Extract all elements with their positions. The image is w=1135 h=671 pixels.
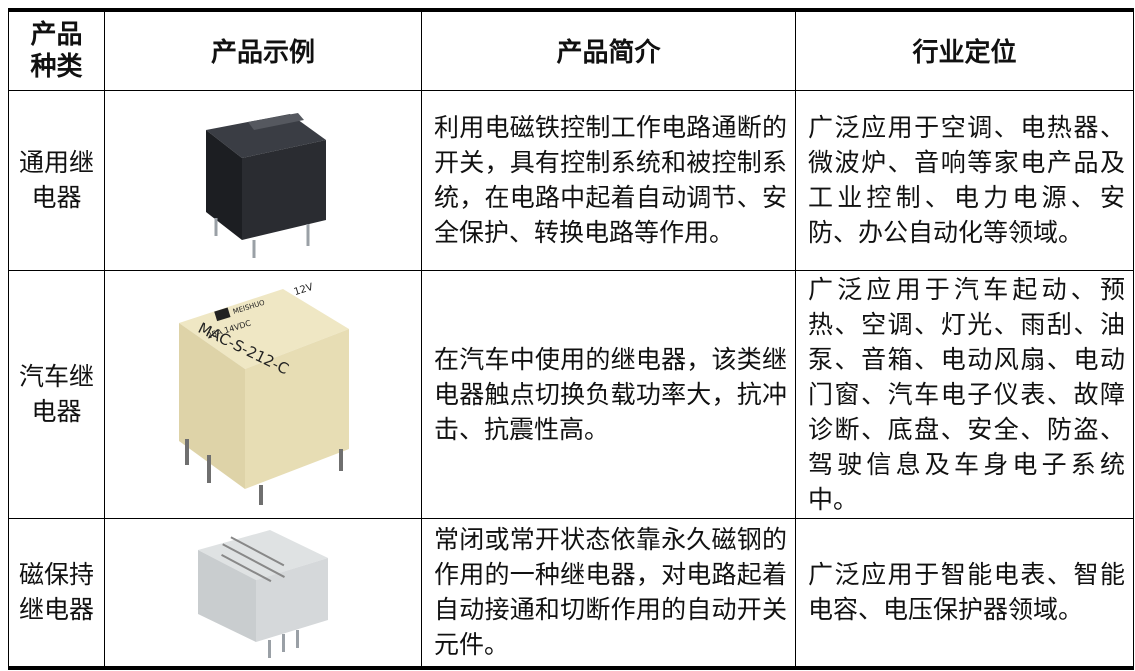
relay-voltage-text: 12V [293,282,315,298]
header-example: 产品示例 [104,8,422,91]
category-cell: 通用继 电器 [8,89,105,271]
industry-cell: 广泛应用于汽车起动、预热、空调、灯光、雨刮、油泵、音箱、电动风扇、电动门窗、汽车… [795,269,1134,519]
table-row: 通用继 电器 利用电磁铁控制工作电路通断的开关，具有控制系统和被控制系统，在电路… [8,89,1134,271]
header-description: 产品简介 [421,8,796,91]
black-relay-icon [206,113,326,258]
category-label: 通用继 电器 [18,148,94,212]
description-cell: 在汽车中使用的继电器，该类继电器触点切换负载功率大，抗冲击、抗震性高。 [421,269,796,519]
product-table: 产品 种类 产品示例 产品简介 行业定位 通用继 电器 利用电磁铁控制工作电路通… [8,8,1134,670]
category-cell: 磁保持 继电器 [8,517,105,670]
header-industry: 行业定位 [795,8,1134,91]
category-label: 磁保持 继电器 [18,560,94,625]
category-label: 汽车继 电器 [18,362,94,426]
example-image-cell [104,89,422,271]
automotive-relay-icon: MEISHUO 12V 25A 14VDC MAC-S-212-C [179,282,349,505]
description-cell: 常闭或常开状态依靠永久磁钢的作用的一种继电器，对电路起着自动接通和切断作用的自动… [421,517,796,670]
industry-cell: 广泛应用于智能电表、智能电容、电压保护器领域。 [795,517,1134,670]
description-cell: 利用电磁铁控制工作电路通断的开关，具有控制系统和被控制系统，在电路中起着自动调节… [421,89,796,271]
latching-relay-icon [198,530,328,659]
example-image-cell: MEISHUO 12V 25A 14VDC MAC-S-212-C [104,269,422,519]
category-cell: 汽车继 电器 [8,269,105,519]
header-category-label: 产品 种类 [30,19,83,82]
table-row: 汽车继 电器 MEISHUO 12V 25A 14VDC MAC-S-212-C [8,269,1134,519]
example-image-cell [104,517,422,670]
industry-cell: 广泛应用于空调、电热器、微波炉、音响等家电产品及工业控制、电力电源、安防、办公自… [795,89,1134,271]
table-row: 磁保持 继电器 常闭或常开状态依靠永久磁钢的作用的一种继电器，对电路起着自动接通… [8,517,1134,670]
header-category: 产品 种类 [8,8,105,91]
header-row: 产品 种类 产品示例 产品简介 行业定位 [8,8,1134,91]
